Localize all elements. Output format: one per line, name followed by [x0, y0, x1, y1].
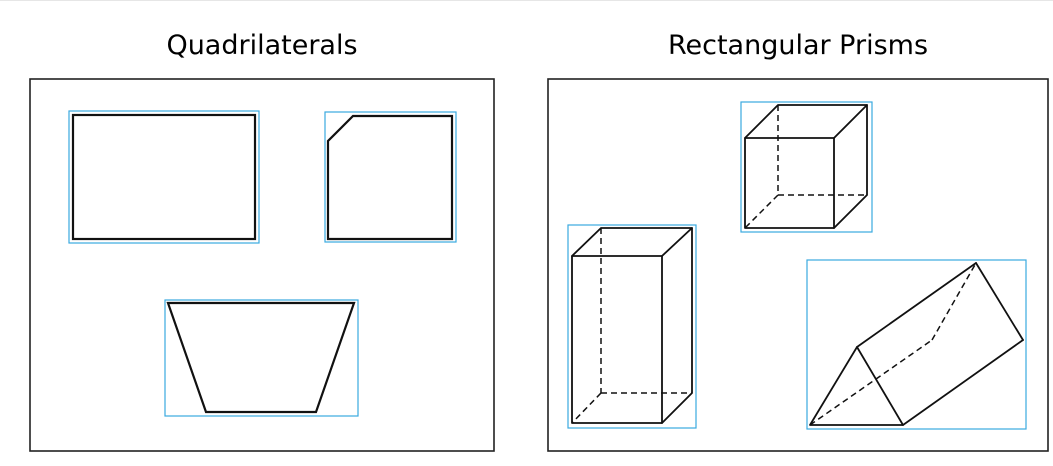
trapezoid-outline — [166, 301, 356, 414]
triangular-prism-top-edge — [856, 262, 977, 348]
cube-hidden-edge — [744, 194, 779, 229]
trapezoid-shape[interactable] — [164, 299, 359, 417]
rectangular-prisms-title: Rectangular Prisms — [667, 30, 929, 61]
cube-front-face — [744, 137, 835, 229]
cut-corner-quadrilateral-outline — [326, 114, 454, 241]
cube-side-face — [833, 104, 868, 229]
triangular-prism-hidden-edge — [931, 262, 977, 341]
tall-rectangular-prism-selection-box — [567, 224, 697, 429]
rectangle-outline — [71, 113, 257, 241]
rectangle-shape[interactable] — [68, 110, 260, 244]
cube-shape[interactable] — [740, 101, 873, 233]
rectangular-prisms-panel — [547, 78, 1049, 452]
tall-rectangular-prism-shape[interactable] — [567, 224, 697, 429]
top-divider — [0, 0, 1053, 1]
tall-prism-hidden-edge — [571, 392, 602, 424]
triangular-prism-back-edge — [975, 262, 1024, 341]
tall-prism-front-face — [571, 255, 663, 424]
tall-prism-side-face — [661, 227, 693, 424]
rectangular-prisms-frame — [547, 78, 1049, 452]
triangular-prism-shape[interactable] — [806, 259, 1027, 430]
rectangle-selection-box — [68, 110, 260, 244]
quadrilaterals-title: Quadrilaterals — [166, 30, 358, 61]
quadrilaterals-panel — [29, 78, 495, 452]
triangular-prism-hidden-edge — [809, 339, 933, 426]
triangular-prism-bottom-edge — [902, 339, 1024, 426]
triangular-prism-selection-box — [806, 259, 1027, 430]
cut-corner-quadrilateral-shape[interactable] — [324, 111, 457, 243]
quadrilaterals-frame — [29, 78, 495, 452]
cube-top-face — [744, 104, 868, 139]
cut-corner-quadrilateral-selection-box — [324, 111, 457, 243]
trapezoid-selection-box — [164, 299, 359, 417]
cube-selection-box — [740, 101, 873, 233]
triangular-prism-front-face — [809, 346, 904, 426]
tall-prism-top-face — [571, 227, 693, 257]
